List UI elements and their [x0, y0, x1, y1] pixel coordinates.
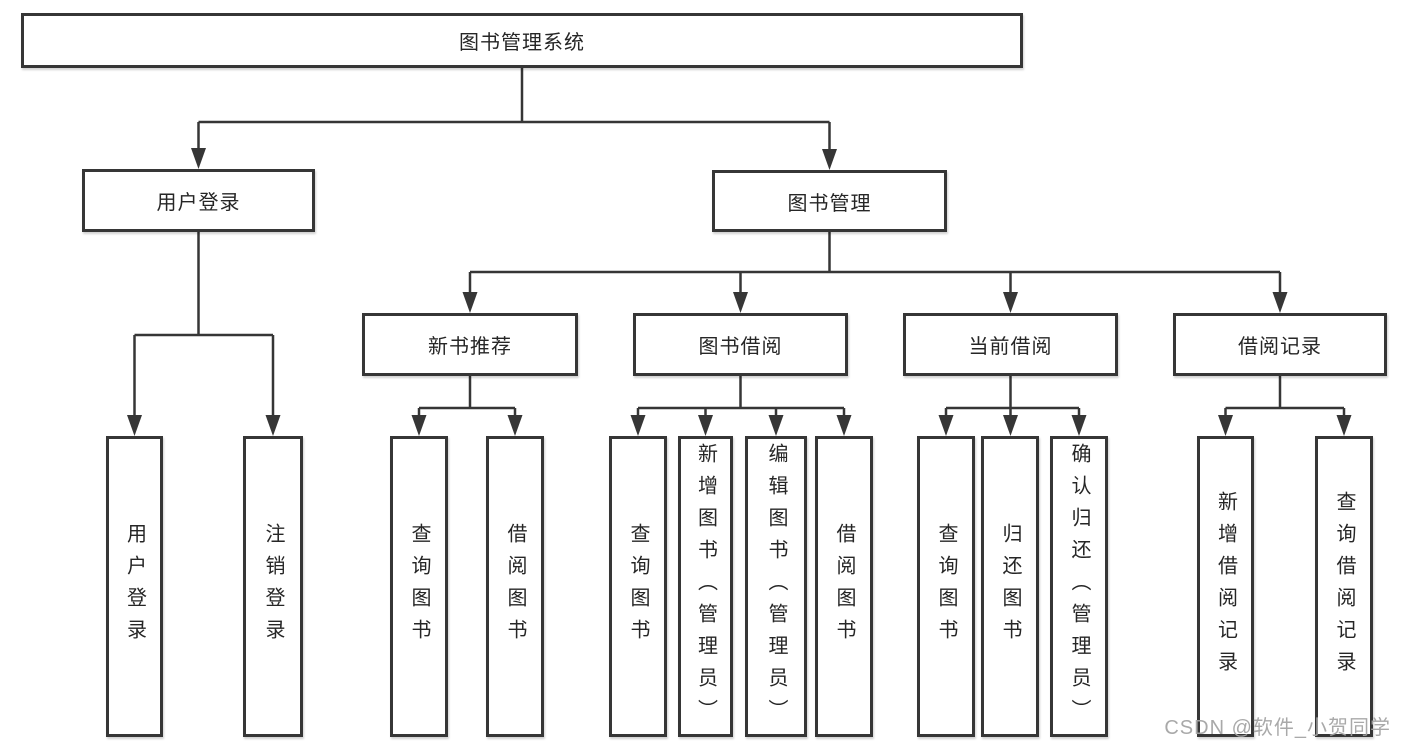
leaf-current-confirm-return-admin-label: 确认归还（管理员）	[1068, 442, 1090, 731]
leaf-borrow-add-books-admin-label: 新增图书（管理员）	[694, 442, 717, 731]
leaf-borrow-borrow-books-label: 借阅图书	[833, 522, 855, 651]
leaf-user-login: 用户登录	[106, 436, 163, 737]
node-user-login-label: 用户登录	[156, 192, 241, 214]
node-root-label: 图书管理系统	[459, 32, 585, 54]
leaf-logout-label: 注销登录	[262, 522, 284, 651]
node-root: 图书管理系统	[21, 13, 1023, 68]
node-borrow-records-label: 借阅记录	[1238, 336, 1322, 358]
leaf-borrow-add-books-admin: 新增图书（管理员）	[678, 436, 733, 737]
leaf-newrec-query-books-label: 查询图书	[408, 522, 430, 651]
leaf-borrow-borrow-books: 借阅图书	[815, 436, 873, 737]
leaf-logout: 注销登录	[243, 436, 303, 737]
leaf-newrec-borrow-books-label: 借阅图书	[504, 522, 526, 651]
leaf-current-query-books: 查询图书	[917, 436, 975, 737]
leaf-newrec-query-books: 查询图书	[390, 436, 448, 737]
csdn-watermark: CSDN @软件_小贺同学	[1164, 717, 1391, 739]
node-user-login: 用户登录	[82, 169, 315, 232]
leaf-records-add-record-label: 新增借阅记录	[1214, 490, 1237, 683]
leaf-current-query-books-label: 查询图书	[935, 522, 957, 651]
leaf-borrow-edit-books-admin-label: 编辑图书（管理员）	[765, 442, 787, 731]
node-new-book-recommend: 新书推荐	[362, 313, 578, 376]
node-borrow-records: 借阅记录	[1173, 313, 1387, 376]
node-book-borrow-label: 图书借阅	[698, 336, 783, 358]
leaf-current-return-books: 归还图书	[981, 436, 1039, 737]
leaf-records-add-record: 新增借阅记录	[1197, 436, 1254, 737]
leaf-current-confirm-return-admin: 确认归还（管理员）	[1050, 436, 1108, 737]
leaf-records-query-record: 查询借阅记录	[1315, 436, 1373, 737]
node-book-borrow: 图书借阅	[633, 313, 848, 376]
node-new-book-recommend-label: 新书推荐	[428, 336, 512, 358]
leaf-current-return-books-label: 归还图书	[999, 522, 1021, 651]
node-book-management: 图书管理	[712, 170, 947, 232]
leaf-borrow-query-books-label: 查询图书	[627, 522, 649, 651]
node-book-management-label: 图书管理	[787, 192, 872, 215]
leaf-newrec-borrow-books: 借阅图书	[486, 436, 544, 737]
node-current-borrow: 当前借阅	[903, 313, 1118, 376]
arrowheads	[127, 148, 1352, 436]
leaf-borrow-query-books: 查询图书	[609, 436, 667, 737]
leaf-user-login-label: 用户登录	[123, 522, 146, 651]
node-current-borrow-label: 当前借阅	[968, 336, 1053, 358]
leaf-borrow-edit-books-admin: 编辑图书（管理员）	[745, 436, 807, 737]
leaf-records-query-record-label: 查询借阅记录	[1333, 490, 1355, 683]
